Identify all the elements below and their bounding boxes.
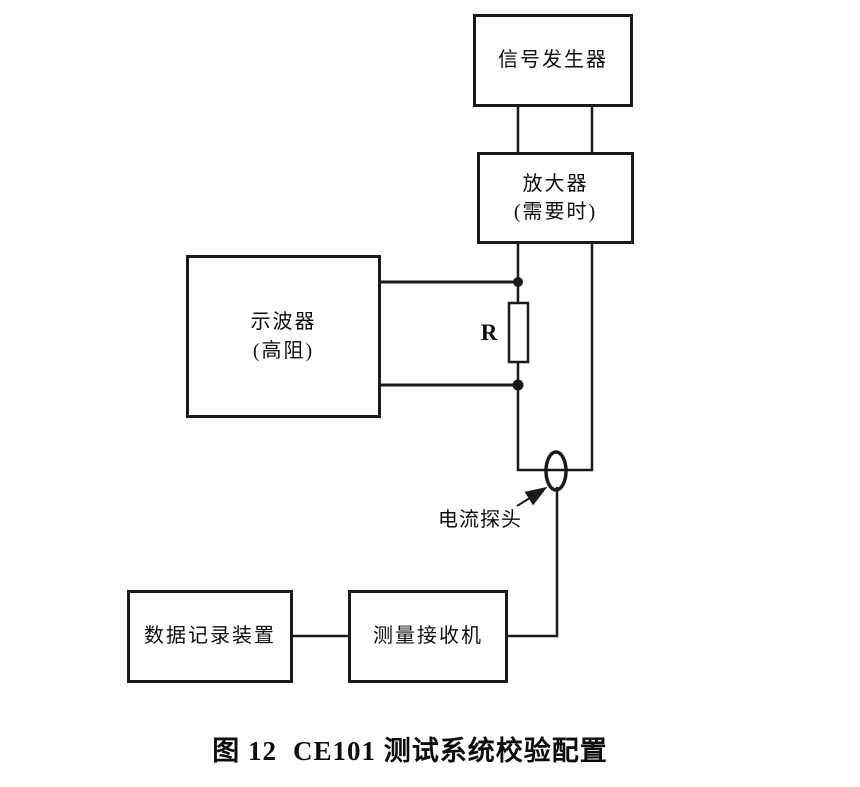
wire-probe-to-receiver [507,487,559,638]
resistor-symbol [507,301,530,364]
oscilloscope-label-line1: 示波器 [250,310,317,333]
oscilloscope-box: 示波器 (高阻) [186,255,381,418]
oscilloscope-label-line2: (高阻) [252,339,315,362]
measuring-receiver-label: 测量接收机 [373,625,483,647]
probe-pointer-arrow [516,486,548,507]
amplifier-label-line2: (需要时) [513,201,598,223]
current-probe-label: 电流探头 [438,509,522,531]
amplifier-label-line1: 放大器 [522,173,589,195]
junction-dot-bottom [512,379,524,391]
resistor-label: R [480,320,498,345]
signal-generator-label: 信号发生器 [498,49,608,71]
data-recorder-label: 数据记录装置 [144,625,276,647]
amplifier-box: 放大器 (需要时) [477,152,634,244]
data-recorder-box: 数据记录装置 [127,590,293,683]
figure-caption-title: CE101 测试系统校验配置 [292,736,608,766]
signal-generator-box: 信号发生器 [473,14,633,107]
junction-dot-top [513,277,523,287]
figure-caption: 图 12 CE101 测试系统校验配置 [0,729,820,768]
figure-caption-number: 图 12 [212,736,277,766]
measuring-receiver-box: 测量接收机 [348,590,508,683]
